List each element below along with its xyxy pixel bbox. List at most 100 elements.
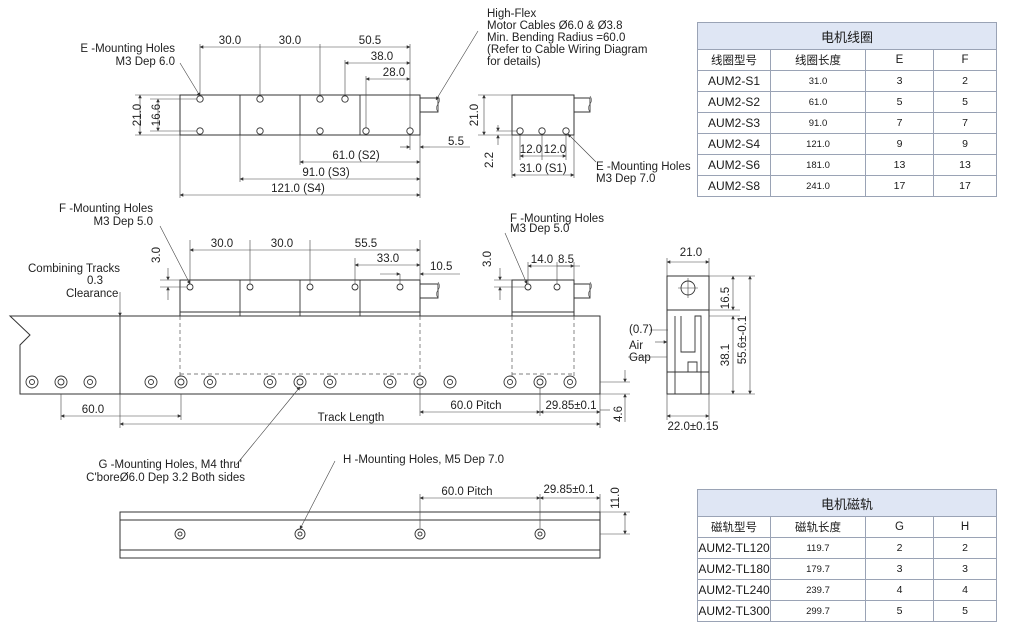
- coil-table-cell: AUM2-S2: [697, 91, 771, 113]
- dim-mid-4-6: 4.6: [613, 406, 625, 422]
- coil-table-cell: AUM2-S1: [697, 70, 771, 92]
- track-table-cell: AUM2-TL180: [697, 558, 771, 580]
- cable-label-4: (Refer to Cable Wiring Diagram: [487, 44, 647, 56]
- track-table-cell: 5: [865, 600, 934, 622]
- e-holes-top-label-1: E -Mounting Holes: [80, 43, 175, 55]
- dim-end-38-1: 38.1: [720, 344, 732, 366]
- track-table-cell: AUM2-TL120: [697, 537, 771, 559]
- g-holes-label-2: C'boreØ6.0 Dep 3.2 Both sides: [86, 472, 245, 484]
- cable-label-5: for details): [487, 56, 541, 68]
- dim-mid-33: 33.0: [377, 253, 399, 265]
- dim-top-30-a: 30.0: [219, 35, 241, 47]
- combining-label-2: 0.3: [87, 275, 103, 287]
- coil-table-cell: 17: [933, 175, 997, 197]
- coil-side-view: [478, 94, 597, 178]
- dim-end-21: 21.0: [680, 247, 702, 259]
- e-holes-side-label-1: E -Mounting Holes: [596, 161, 691, 173]
- assembly-view: [8, 225, 630, 466]
- coil-table-cell: 61.0: [770, 91, 866, 113]
- track-table-cell: 4: [865, 579, 934, 601]
- coil-table-cell: 17: [865, 175, 934, 197]
- coil-top-view: [135, 30, 479, 198]
- f-holes-left-label-2: M3 Dep 5.0: [94, 216, 153, 228]
- pitch-mid-label: 60.0 Pitch: [450, 400, 501, 412]
- dim-top-38: 38.0: [371, 51, 393, 63]
- dim-side-2-2: 2.2: [484, 152, 496, 168]
- track-table-cell: 4: [933, 579, 997, 601]
- dim-bottom-29-85: 29.85±0.1: [543, 484, 594, 496]
- track-header-length: 磁轨长度: [770, 516, 866, 538]
- coil-header-f: F: [933, 49, 997, 71]
- g-holes-label-1: G -Mounting Holes, M4 thru': [99, 459, 242, 471]
- dim-top-16-6: 16.6: [151, 104, 163, 126]
- cable-label-2: Motor Cables Ø6.0 & Ø3.8: [487, 20, 623, 32]
- air-gap-label-3: Gap: [629, 352, 651, 364]
- coil-table-cell: AUM2-S4: [697, 133, 771, 155]
- dim-bottom-11: 11.0: [610, 487, 622, 509]
- cable-label-1: High-Flex: [487, 8, 536, 20]
- coil-table-cell: 13: [865, 154, 934, 176]
- track-table-cell: 2: [933, 537, 997, 559]
- coil-table-cell: AUM2-S8: [697, 175, 771, 197]
- dim-side-21: 21.0: [469, 104, 481, 126]
- dim-top-50-5: 50.5: [359, 35, 381, 47]
- air-gap-label-2: Air: [629, 340, 643, 352]
- track-top-view: [119, 460, 630, 559]
- dim-side-12-a: 12.0: [520, 144, 542, 156]
- air-gap-label-1: (0.7): [629, 324, 653, 336]
- dim-s4: 121.0 (S4): [271, 183, 325, 195]
- track-table-cell: 5: [933, 600, 997, 622]
- coil-header-length: 线圈长度: [770, 49, 866, 71]
- dim-mid-30-b: 30.0: [271, 238, 293, 250]
- h-holes-label: H -Mounting Holes, M5 Dep 7.0: [343, 454, 504, 466]
- coil-table-cell: 13: [933, 154, 997, 176]
- dim-mid-55-5: 55.5: [355, 238, 377, 250]
- magnet-track-top: [119, 511, 601, 559]
- dim-mid-14: 14.0: [531, 254, 553, 266]
- dim-s2: 61.0 (S2): [332, 150, 379, 162]
- e-holes-side-label-2: M3 Dep 7.0: [596, 173, 655, 185]
- coil-table-cell: 31.0: [770, 70, 866, 92]
- coil-table-cell: 5: [933, 91, 997, 113]
- coil-table-cell: 181.0: [770, 154, 866, 176]
- dim-top-30-b: 30.0: [279, 35, 301, 47]
- magnet-track: [8, 315, 601, 395]
- track-table-title: 电机磁轨: [697, 489, 997, 517]
- dim-mid-30-a: 30.0: [211, 238, 233, 250]
- dim-end-55-6: 55.6±-0.1: [737, 316, 749, 365]
- coil-table-cell: 7: [865, 112, 934, 134]
- track-header-model: 磁轨型号: [697, 516, 771, 538]
- dim-top-5-5: 5.5: [448, 136, 464, 148]
- track-table-cell: 179.7: [770, 558, 866, 580]
- track-header-h: H: [933, 516, 997, 538]
- coil-table-cell: AUM2-S6: [697, 154, 771, 176]
- coil-table-cell: 3: [865, 70, 934, 92]
- dim-end-16-5: 16.5: [720, 287, 732, 309]
- coil-table-cell: 91.0: [770, 112, 866, 134]
- dim-top-21: 21.0: [132, 104, 144, 126]
- combining-label-3: Clearance: [66, 288, 118, 300]
- dim-mid-29-85: 29.85±0.1: [545, 400, 596, 412]
- e-holes-top-label-2: M3 Dep 6.0: [116, 56, 175, 68]
- track-table-cell: 3: [865, 558, 934, 580]
- f-holes-right-label-2: M3 Dep 5.0: [510, 223, 569, 235]
- cable-stub: [420, 97, 439, 113]
- cable-label-3: Min. Bending Radius =60.0: [487, 32, 625, 44]
- track-table-cell: 3: [933, 558, 997, 580]
- track-length-label: Track Length: [318, 412, 385, 424]
- pitch-bottom-label: 60.0 Pitch: [441, 486, 492, 498]
- coil-table-cell: 5: [865, 91, 934, 113]
- f-holes-left-label-1: F -Mounting Holes: [59, 203, 153, 215]
